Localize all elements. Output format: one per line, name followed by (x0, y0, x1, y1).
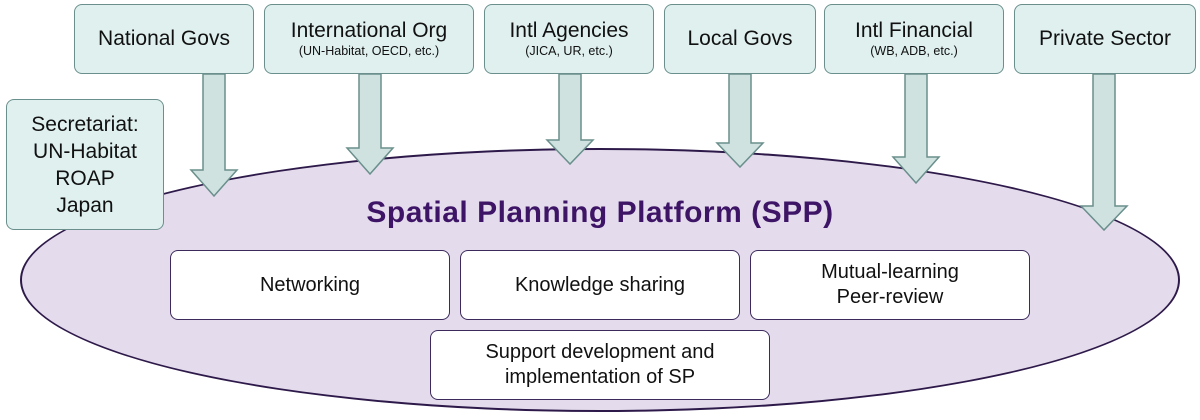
stakeholder-sub: (UN-Habitat, OECD, etc.) (298, 44, 440, 58)
stakeholder-name: Local Govs (687, 27, 793, 50)
arrow-intl-financial (891, 73, 941, 185)
stakeholder-national-govs: National Govs (74, 4, 254, 74)
secretariat-box: Secretariat: UN-Habitat ROAP Japan (6, 99, 164, 230)
arrow-intl-agencies (545, 73, 595, 166)
arrow-international-org (345, 73, 395, 176)
stakeholder-private-sector: Private Sector (1014, 4, 1196, 74)
arrow-private-sector (1079, 73, 1129, 232)
arrow-national-govs (189, 73, 239, 198)
stakeholder-sub: (WB, ADB, etc.) (870, 44, 958, 58)
stakeholder-sub: (JICA, UR, etc.) (525, 44, 613, 58)
stakeholder-international-org: International Org (UN-Habitat, OECD, etc… (264, 4, 474, 74)
function-mutual-learning: Mutual-learning Peer-review (750, 250, 1030, 320)
stakeholder-name: Intl Agencies (509, 19, 629, 42)
arrow-local-govs (715, 73, 765, 169)
function-networking: Networking (170, 250, 450, 320)
secretariat-text: Secretariat: UN-Habitat ROAP Japan (31, 112, 139, 217)
stakeholder-intl-financial: Intl Financial (WB, ADB, etc.) (824, 4, 1004, 74)
function-knowledge-sharing: Knowledge sharing (460, 250, 740, 320)
platform-title: Spatial Planning Platform (SPP) (366, 196, 834, 229)
function-support-development: Support development and implementation o… (430, 330, 770, 400)
stakeholder-name: Intl Financial (855, 19, 973, 42)
stakeholder-name: Private Sector (1039, 27, 1171, 50)
stakeholder-name: National Govs (98, 27, 230, 50)
stakeholder-name: International Org (290, 19, 448, 42)
stakeholder-local-govs: Local Govs (664, 4, 816, 74)
